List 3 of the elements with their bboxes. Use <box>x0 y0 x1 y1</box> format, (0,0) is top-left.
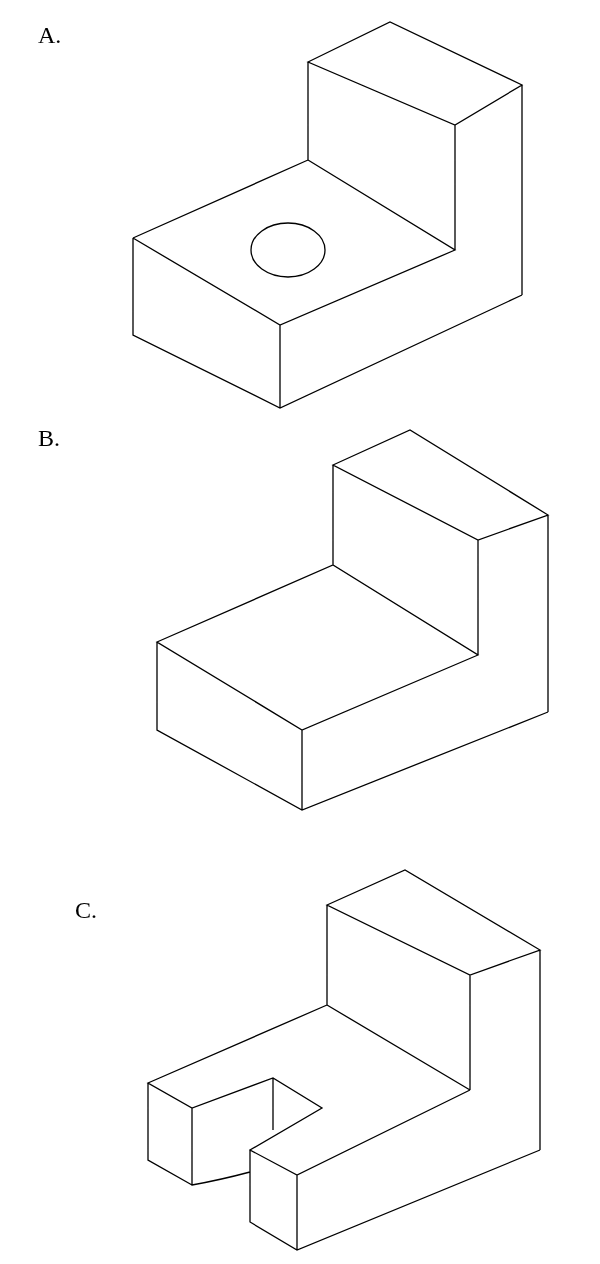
figure-letter: B. <box>38 425 60 452</box>
figure-letter: C. <box>75 897 97 924</box>
figure-letter: A. <box>38 22 62 49</box>
